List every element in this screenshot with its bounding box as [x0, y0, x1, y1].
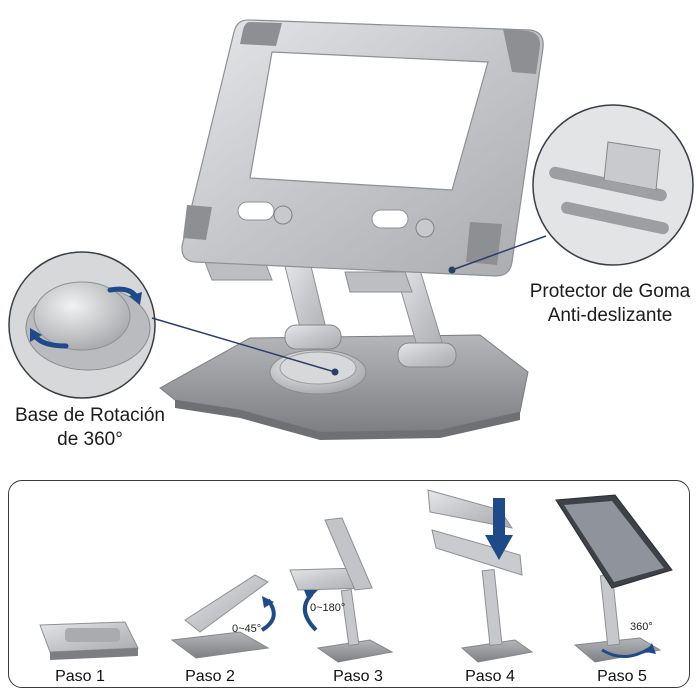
step-2-angle-label: 0~45° [232, 623, 262, 635]
step-5-angle-label: 360° [630, 621, 653, 633]
hinge-left [284, 324, 342, 350]
protector-label-line-2: Anti-deslizante [547, 305, 673, 326]
protector-callout-label: Protector de Goma Anti-deslizante [520, 280, 700, 328]
step-3-angle-label: 0~180° [310, 602, 346, 614]
step-2-label: Paso 2 [185, 668, 235, 685]
step-5-label: Paso 5 [597, 668, 647, 685]
rotation-base-callout [8, 251, 339, 399]
step-3-illustration [289, 517, 394, 663]
step-4-label: Paso 4 [465, 668, 515, 685]
rubber-pad-top-left [240, 22, 282, 46]
rubber-protector-callout [448, 104, 694, 274]
down-arrow-icon [493, 498, 505, 536]
rotate-arrow-icon [601, 646, 651, 658]
step-3-label: Paso 3 [333, 668, 383, 685]
rubber-pad-top-right [503, 29, 541, 74]
base-label-line-2: de 360° [57, 429, 123, 450]
steps-panel [8, 480, 690, 688]
step-1-illustration [39, 621, 139, 660]
base-callout-label: Base de Rotación de 360° [0, 404, 180, 452]
step-4-illustration [427, 489, 534, 663]
base-label-line-1: Base de Rotación [15, 405, 165, 426]
step-5-illustration [555, 494, 673, 663]
main-stand [159, 19, 544, 440]
rubber-pad-bottom-right [466, 222, 502, 265]
protector-label-line-1: Protector de Goma [529, 281, 691, 302]
step-2-illustration [170, 574, 276, 659]
hinge-right [397, 342, 457, 368]
frame-slot-left [237, 201, 275, 221]
rubber-pad-bottom-left [183, 205, 212, 240]
frame-slot-right [371, 209, 409, 229]
step-1-label: Paso 1 [55, 668, 105, 685]
